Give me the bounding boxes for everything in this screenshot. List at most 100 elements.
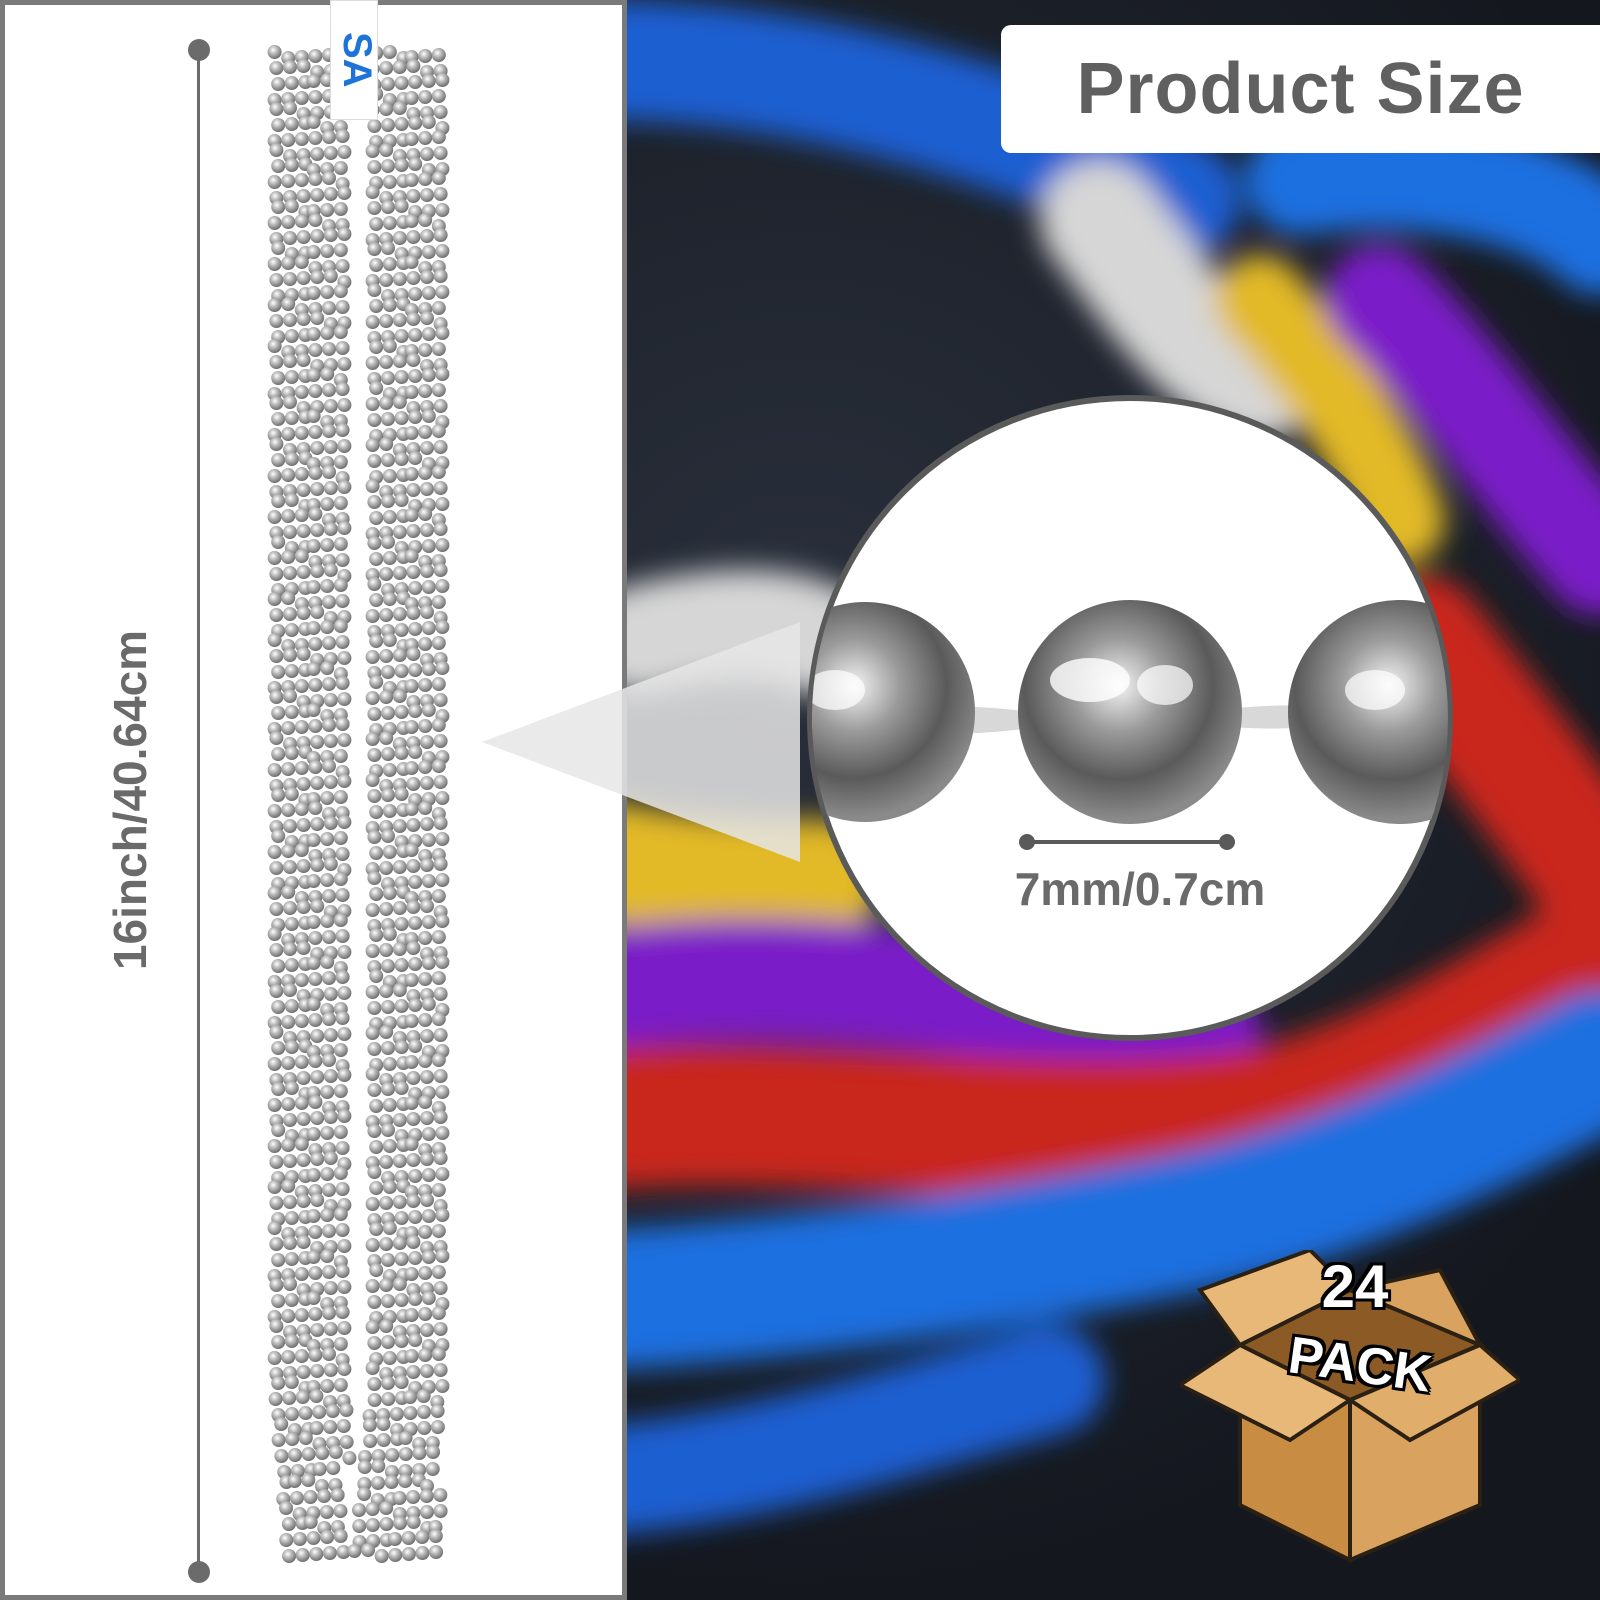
silver-bead [418, 1013, 433, 1027]
silver-bead [421, 956, 436, 970]
silver-bead [333, 243, 348, 257]
silver-bead [296, 647, 311, 661]
silver-bead [294, 91, 309, 105]
silver-bead [421, 621, 436, 635]
silver-bead [418, 1054, 433, 1068]
silver-bead [379, 102, 394, 116]
silver-bead [367, 1336, 382, 1350]
silver-bead [310, 899, 325, 913]
silver-bead [433, 1363, 448, 1377]
silver-bead [269, 1237, 284, 1251]
silver-bead [371, 1459, 386, 1473]
silver-bead [333, 749, 348, 763]
silver-bead [271, 706, 286, 720]
silver-bead [392, 60, 407, 74]
silver-bead [435, 367, 450, 381]
silver-bead [408, 369, 423, 383]
silver-bead [289, 1491, 304, 1505]
silver-bead [406, 818, 421, 832]
silver-bead [381, 118, 395, 132]
silver-bead [381, 829, 395, 843]
silver-bead [404, 1137, 419, 1151]
silver-bead [419, 1505, 434, 1519]
silver-bead [381, 1392, 396, 1406]
silver-bead [418, 425, 433, 439]
silver-bead [431, 1012, 446, 1026]
silver-bead [388, 1548, 403, 1562]
silver-bead [320, 1167, 335, 1181]
silver-bead [281, 721, 296, 735]
silver-bead [267, 804, 282, 818]
silver-bead [337, 521, 352, 535]
silver-bead [335, 341, 350, 355]
silver-bead [382, 1221, 397, 1235]
silver-bead [335, 676, 350, 690]
silver-bead [269, 731, 284, 745]
silver-bead [308, 637, 323, 651]
silver-bead [284, 370, 299, 384]
silver-bead [269, 690, 284, 704]
silver-bead [294, 385, 309, 399]
silver-bead [296, 189, 311, 203]
silver-bead [379, 314, 394, 328]
silver-bead [431, 971, 446, 985]
silver-bead [342, 1451, 357, 1465]
silver-bead [267, 763, 282, 777]
silver-bead [382, 551, 397, 565]
silver-bead [394, 746, 409, 760]
silver-bead [398, 1447, 413, 1461]
silver-bead [392, 942, 407, 956]
silver-bead [381, 1000, 395, 1014]
silver-bead [398, 1474, 413, 1488]
silver-bead [323, 1281, 338, 1295]
silver-bead [310, 1193, 325, 1207]
silver-bead [335, 382, 350, 396]
silver-bead [430, 1404, 445, 1418]
silver-bead [431, 930, 446, 944]
silver-bead [401, 1531, 416, 1545]
silver-bead [365, 1320, 380, 1334]
silver-bead [269, 902, 284, 916]
silver-bead [308, 1266, 323, 1280]
silver-bead [308, 760, 323, 774]
silver-bead [306, 662, 321, 676]
silver-bead [308, 801, 323, 815]
silver-bead [294, 802, 309, 816]
silver-bead [404, 132, 419, 146]
silver-bead [337, 357, 352, 371]
silver-bead [421, 915, 436, 929]
silver-bead [369, 1140, 384, 1154]
silver-bead [416, 1405, 431, 1419]
silver-bead [294, 720, 309, 734]
silver-bead [296, 818, 311, 832]
silver-bead [421, 703, 436, 717]
silver-bead [382, 1139, 397, 1153]
silver-bead [365, 1361, 380, 1375]
silver-bead [398, 1431, 413, 1445]
silver-bead [394, 1293, 409, 1307]
silver-bead [420, 1479, 435, 1493]
silver-bead [337, 986, 352, 1000]
silver-bead [267, 886, 282, 900]
silver-bead [433, 187, 448, 201]
silver-bead [267, 1180, 282, 1194]
silver-bead [365, 397, 380, 411]
silver-bead [283, 525, 297, 539]
silver-bead [421, 539, 436, 553]
closeup-bead-center [1018, 600, 1242, 824]
silver-bead [296, 900, 311, 914]
silver-bead [404, 385, 419, 399]
silver-bead [269, 314, 284, 328]
silver-bead [408, 957, 423, 971]
silver-bead [394, 664, 409, 678]
silver-bead [267, 257, 282, 271]
silver-bead [281, 1517, 296, 1531]
silver-bead [322, 1546, 337, 1560]
silver-bead [357, 1477, 372, 1491]
silver-bead [425, 1462, 440, 1476]
silver-bead [303, 1515, 318, 1529]
silver-bead [274, 1417, 289, 1431]
silver-bead [392, 689, 407, 703]
silver-bead [283, 648, 297, 662]
silver-bead [367, 1083, 382, 1097]
